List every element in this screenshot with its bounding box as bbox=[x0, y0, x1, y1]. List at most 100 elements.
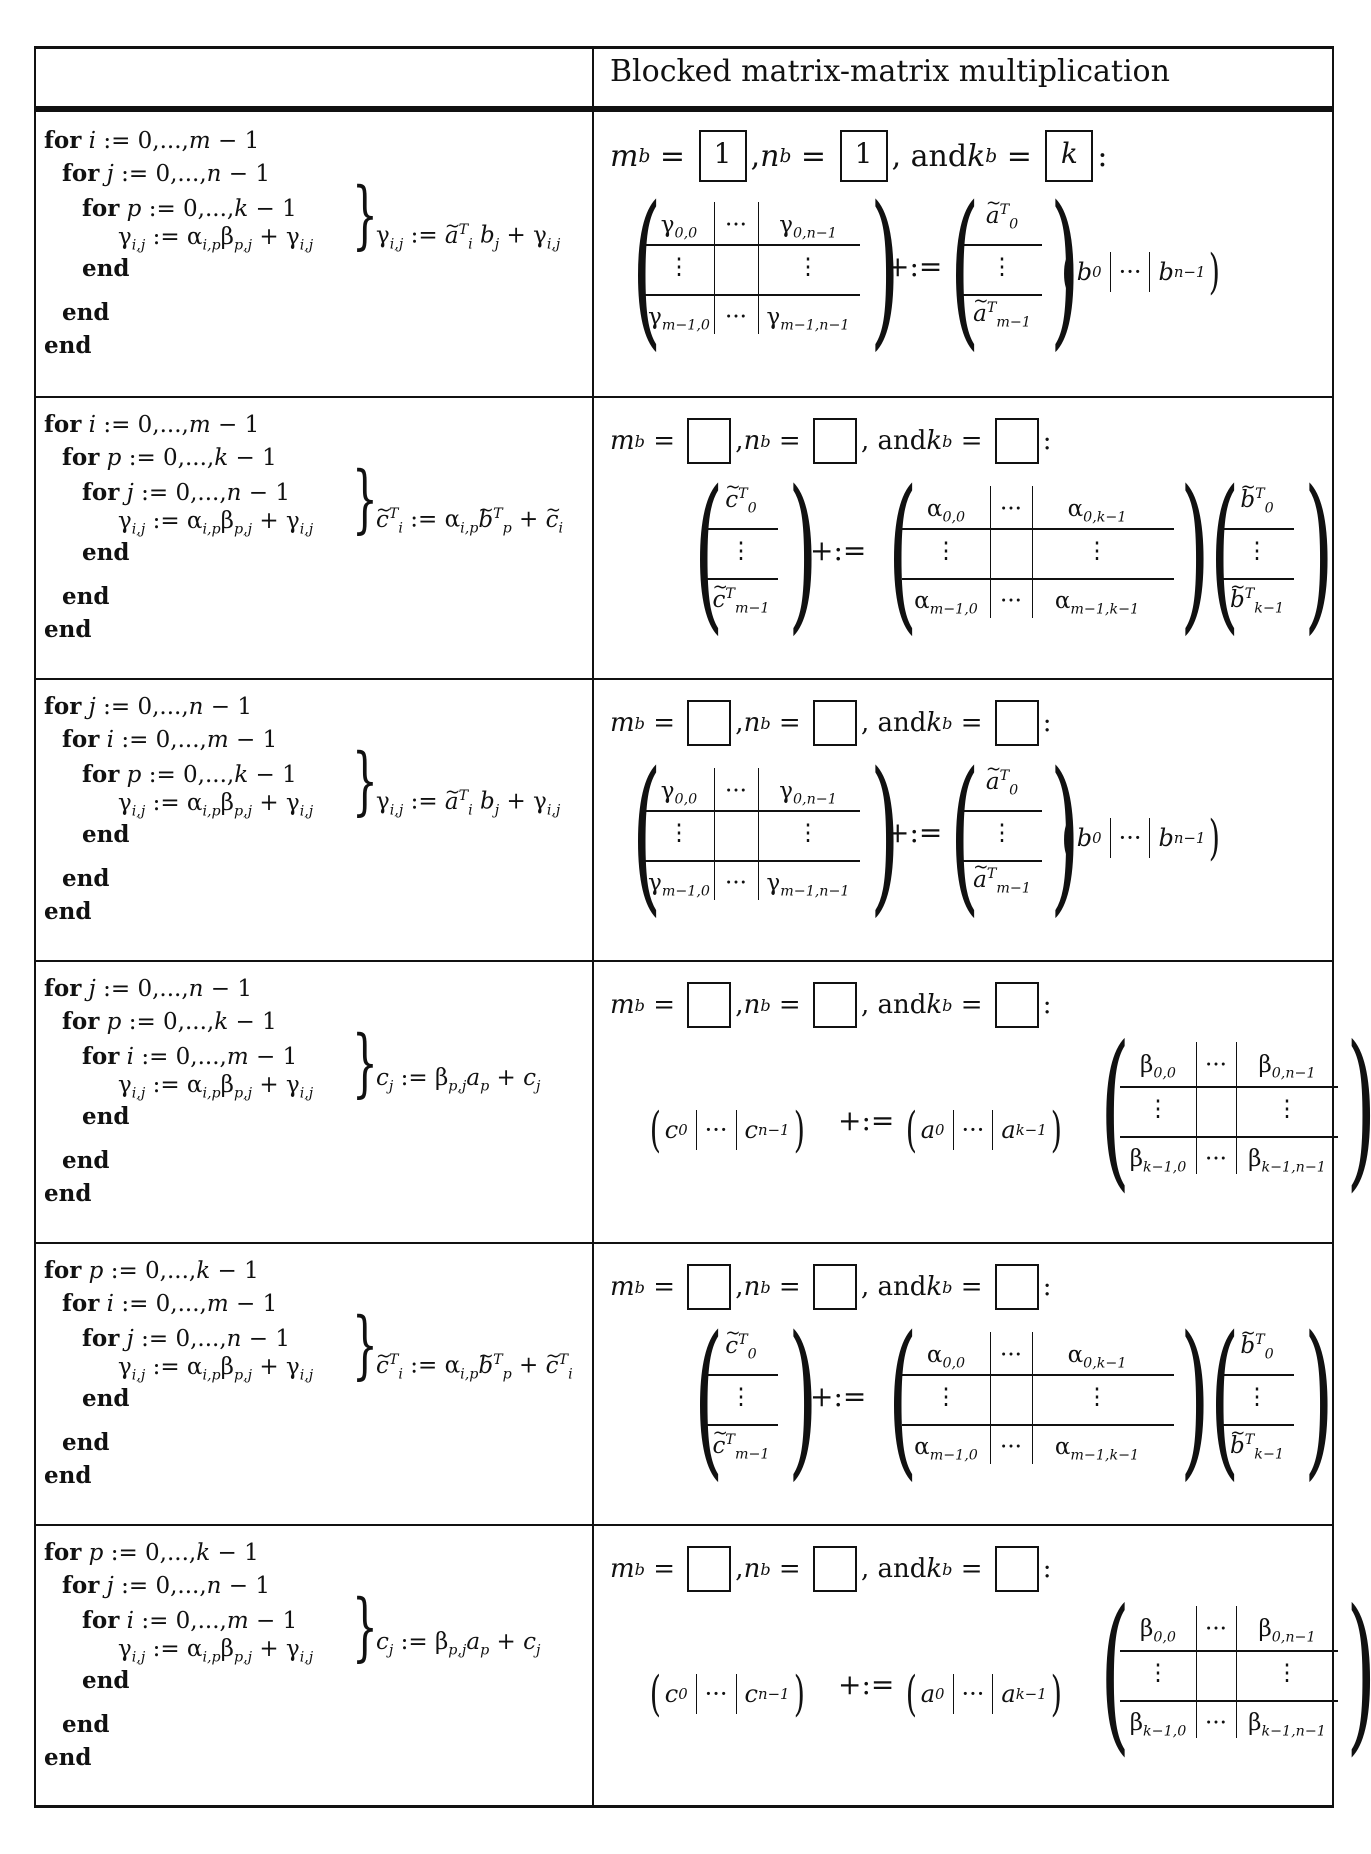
table: Blocked matrix-matrix multiplication for… bbox=[34, 46, 1371, 1808]
paren: ) bbox=[1304, 1300, 1334, 1496]
code-line: end bbox=[44, 1744, 92, 1771]
brace: } bbox=[352, 738, 378, 824]
matrix-cell: ⋮ bbox=[1245, 1384, 1269, 1410]
code-line: γi,j := αi,pβp,j + γi,j bbox=[118, 790, 314, 820]
matrix-cell: ⋮ bbox=[990, 820, 1014, 846]
operator: +:= bbox=[886, 250, 943, 283]
matrix-rule bbox=[714, 768, 715, 900]
mb-box[interactable] bbox=[687, 1546, 732, 1592]
row-rule bbox=[34, 396, 1334, 398]
matrix-cell: ⋮ bbox=[667, 254, 691, 280]
matrix-rule bbox=[902, 528, 1174, 530]
nb-box[interactable] bbox=[812, 982, 857, 1028]
mb-box[interactable] bbox=[687, 1264, 732, 1310]
matrix-cell: ··· bbox=[1205, 1710, 1227, 1736]
matrix-rule bbox=[1236, 1042, 1237, 1174]
matrix-cell: ⋮ bbox=[796, 820, 820, 846]
code-line: for i := 0,...,m − 1 bbox=[62, 1290, 278, 1317]
matrix-cell: b~T0 bbox=[1240, 476, 1274, 517]
paren: ( bbox=[632, 736, 662, 932]
matrix-cell: c~Tm−1 bbox=[712, 576, 770, 617]
nb-box[interactable] bbox=[812, 418, 857, 464]
operator: +:= bbox=[838, 1104, 895, 1137]
paren: ) bbox=[1180, 1300, 1210, 1496]
kb-box[interactable] bbox=[994, 982, 1039, 1028]
kb-box[interactable] bbox=[994, 700, 1039, 746]
mb-box[interactable] bbox=[687, 982, 732, 1028]
code-line: for p := 0,...,k − 1 bbox=[82, 761, 297, 788]
update-statement: c~Ti := αi,pb~Tp + c~Ti bbox=[376, 1345, 573, 1383]
matrix-rule bbox=[704, 578, 778, 580]
nb-box[interactable] bbox=[812, 1264, 857, 1310]
matrix-rule bbox=[962, 860, 1042, 862]
matrix-cell: ⋮ bbox=[1275, 1096, 1299, 1122]
mb-box[interactable] bbox=[687, 418, 732, 464]
row-rule bbox=[34, 1242, 1334, 1244]
matrix-cell: ··· bbox=[1205, 1052, 1227, 1078]
code-line: γi,j := αi,pβp,j + γi,j bbox=[118, 508, 314, 538]
matrix-cell: βk−1,0 bbox=[1129, 1146, 1187, 1176]
matrix-rule bbox=[990, 486, 991, 618]
matrix-rule bbox=[902, 1424, 1174, 1426]
code-line: for p := 0,...,k − 1 bbox=[62, 444, 277, 471]
matrix-rule bbox=[902, 578, 1174, 580]
matrix-cell: ··· bbox=[1000, 1342, 1022, 1368]
code-line: end bbox=[44, 332, 92, 359]
code-line: end bbox=[82, 1103, 130, 1130]
matrix-rule bbox=[1196, 1042, 1197, 1174]
code-line: γi,j := αi,pβp,j + γi,j bbox=[118, 1072, 314, 1102]
code-line: end bbox=[82, 539, 130, 566]
paren: ) bbox=[788, 1300, 818, 1496]
matrix-cell: ··· bbox=[725, 212, 747, 238]
nb-box[interactable] bbox=[812, 1546, 857, 1592]
code-line: γi,j := αi,pβp,j + γi,j bbox=[118, 1636, 314, 1666]
matrix-cell: γm−1,0 bbox=[648, 870, 710, 900]
paren: ( bbox=[950, 736, 980, 932]
matrix-cell: ⋮ bbox=[990, 254, 1014, 280]
code-line: end bbox=[62, 583, 110, 610]
brace: } bbox=[352, 1584, 378, 1670]
matrix-cell: γ0,0 bbox=[660, 778, 698, 808]
paren: ( bbox=[1210, 1300, 1240, 1496]
kb-box[interactable] bbox=[994, 1264, 1039, 1310]
paren: ) bbox=[870, 736, 900, 932]
matrix-rule bbox=[1220, 528, 1294, 530]
kb-box[interactable]: k bbox=[1045, 130, 1094, 182]
update-statement: γi,j := a~Ti bj + γi,j bbox=[376, 215, 561, 253]
nb-box[interactable] bbox=[812, 700, 857, 746]
row-rule bbox=[34, 678, 1334, 680]
brace: } bbox=[352, 1302, 378, 1388]
paren: ( bbox=[632, 170, 662, 366]
matrix-cell: γm−1,n−1 bbox=[766, 870, 850, 900]
matrix-cell: ··· bbox=[1000, 496, 1022, 522]
mb-box[interactable] bbox=[687, 700, 732, 746]
matrix-cell: ··· bbox=[1205, 1616, 1227, 1642]
code-line: for j := 0,...,n − 1 bbox=[44, 693, 253, 720]
code-line: end bbox=[62, 1711, 110, 1738]
code-line: for p := 0,...,k − 1 bbox=[44, 1257, 259, 1284]
matrix-cell: ⋮ bbox=[729, 1384, 753, 1410]
update-statement: γi,j := a~Ti bj + γi,j bbox=[376, 781, 561, 819]
kb-box[interactable] bbox=[994, 1546, 1039, 1592]
update-statement: c~Ti := αi,pb~Tp + c~i bbox=[376, 499, 564, 537]
nb-box[interactable]: 1 bbox=[839, 130, 888, 182]
mb-box[interactable]: 1 bbox=[698, 130, 747, 182]
matrix-rule bbox=[990, 1332, 991, 1464]
code-line: end bbox=[62, 299, 110, 326]
matrix-cell: ⋮ bbox=[1275, 1660, 1299, 1686]
matrix-rule bbox=[644, 244, 860, 246]
matrix-cell: b~Tk−1 bbox=[1230, 576, 1284, 617]
matrix-cell: ··· bbox=[725, 778, 747, 804]
matrix-rule bbox=[1220, 578, 1294, 580]
header-title: Blocked matrix-matrix multiplication bbox=[610, 54, 1170, 89]
matrix-cell: ⋮ bbox=[667, 820, 691, 846]
code-line: for i := 0,...,m − 1 bbox=[62, 726, 278, 753]
left-rule bbox=[34, 46, 36, 1808]
kb-box[interactable] bbox=[994, 418, 1039, 464]
paren: ) bbox=[1346, 1588, 1371, 1758]
